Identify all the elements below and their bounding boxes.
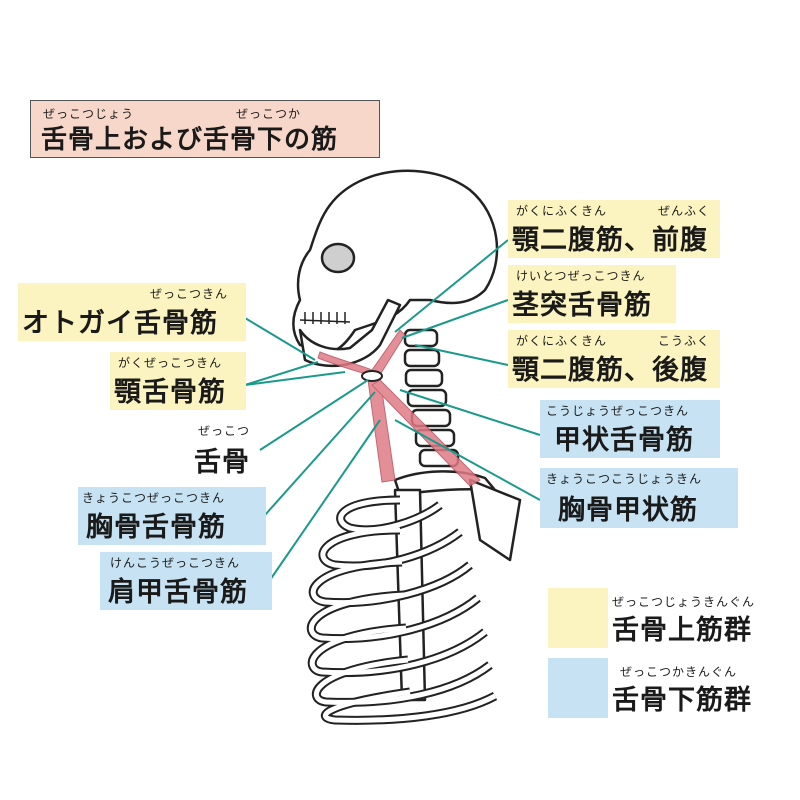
ruby: がくにふくきん [516, 204, 608, 218]
page-title: 舌骨上および舌骨下の筋 [41, 125, 339, 155]
label-text: 肩甲舌骨筋 [108, 577, 248, 608]
legend-swatch-infra [548, 658, 608, 718]
label-geniohyoid: ぜっこつきん オトガイ舌骨筋 [18, 283, 246, 341]
digastric-muscle [317, 329, 406, 379]
ruby: けいとつぜっこつきん [516, 269, 646, 283]
ruby: がくぜっこつきん [118, 356, 223, 370]
label-text: 顎二腹筋、後腹 [512, 355, 708, 386]
leader-lines [244, 239, 541, 581]
label-digastric-posterior: がくにふくきん こうふく 顎二腹筋、後腹 [508, 330, 720, 388]
omohyoid-muscle [371, 379, 481, 487]
teeth [299, 312, 351, 324]
legend-ruby-supra: ぜっこつじょうきんぐん [612, 595, 756, 609]
title-box: ぜっこつじょう ぜっこつか 舌骨上および舌骨下の筋 [30, 100, 380, 158]
title-ruby-1: ぜっこつじょう [43, 107, 135, 121]
ruby: ぜっこつ [198, 424, 251, 438]
title-ruby-2: ぜっこつか [236, 107, 302, 121]
ruby: がくにふくきん [516, 334, 608, 348]
legend-label-infra: 舌骨下筋群 [612, 685, 752, 716]
label-text: 胸骨甲状筋 [558, 495, 698, 526]
label-stylohyoid: けいとつぜっこつきん 茎突舌骨筋 [508, 265, 676, 323]
ribs-inner [308, 497, 497, 723]
eye-socket [320, 242, 356, 274]
label-digastric-anterior: がくにふくきん ぜんふく 顎二腹筋、前腹 [508, 200, 720, 258]
label-text: 胸骨舌骨筋 [86, 512, 226, 543]
ruby: ぜんふく [658, 204, 711, 218]
ruby: きょうこつぜっこつきん [82, 491, 226, 505]
ruby: きょうこつこうじょうきん [546, 472, 703, 486]
scapula [468, 478, 522, 562]
label-text: 舌骨 [194, 447, 250, 478]
legend-label-supra: 舌骨上筋群 [612, 615, 752, 646]
legend-swatch-supra [548, 588, 608, 648]
label-hyoid: ぜっこつ 舌骨 [190, 420, 270, 478]
label-omohyoid: けんこうぜっこつきん 肩甲舌骨筋 [100, 552, 272, 610]
label-sternohyoid: きょうこつぜっこつきん 胸骨舌骨筋 [78, 487, 266, 545]
label-text: 顎舌骨筋 [114, 377, 226, 408]
label-text: 茎突舌骨筋 [512, 290, 652, 321]
label-text: 顎二腹筋、前腹 [512, 225, 708, 256]
neck-muscles [317, 329, 481, 487]
label-text: 甲状舌骨筋 [554, 425, 694, 456]
legend-ruby-infra: ぜっこつかきんぐん [620, 665, 738, 679]
ruby: こうふく [658, 334, 711, 348]
label-sternothyroid: きょうこつこうじょうきん 胸骨甲状筋 [540, 468, 738, 528]
label-text: オトガイ舌骨筋 [22, 308, 218, 339]
mandible [298, 298, 402, 368]
ruby: こうじょうぜっこつきん [546, 404, 690, 418]
label-thyrohyoid: こうじょうぜっこつきん 甲状舌骨筋 [540, 400, 720, 458]
ruby: けんこうぜっこつきん [110, 556, 241, 570]
label-mylohyoid: がくぜっこつきん 顎舌骨筋 [110, 352, 246, 410]
hyoid-bone [361, 370, 383, 382]
ruby: ぜっこつきん [150, 287, 229, 301]
